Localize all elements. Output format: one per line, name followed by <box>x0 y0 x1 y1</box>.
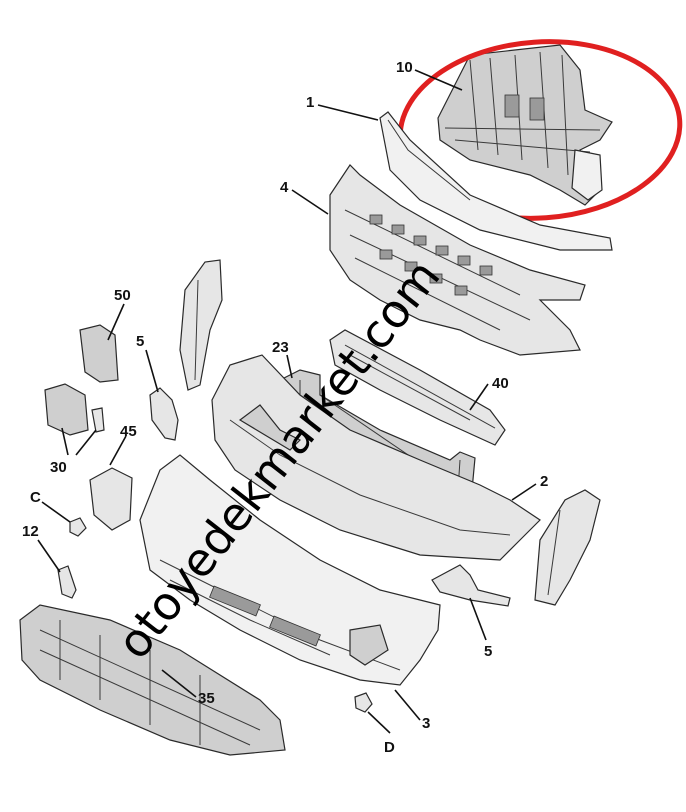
callout-50: 50 <box>114 287 131 304</box>
callout-30: 30 <box>50 459 67 476</box>
part-4-upper-grille <box>329 164 586 356</box>
part-1-upper-trim <box>379 111 613 251</box>
part-3-front-bumper <box>139 454 441 686</box>
part-45-fog-cover <box>89 467 133 531</box>
part-10-radiator-frame <box>437 44 613 206</box>
part-left-bracket <box>179 259 223 391</box>
callout-45: 45 <box>120 423 137 440</box>
callout-D: D <box>384 739 395 756</box>
part-C-clip <box>69 517 87 537</box>
callout-35: 35 <box>198 690 215 707</box>
callout-5-left: 5 <box>136 333 144 350</box>
part-35-underbody-shield <box>19 604 286 756</box>
part-12-bracket <box>57 565 77 599</box>
callout-4: 4 <box>280 179 289 196</box>
part-2-bumper-cover <box>211 354 541 561</box>
callout-12: 12 <box>22 523 39 540</box>
callout-C: C <box>30 489 41 506</box>
part-D-clip <box>354 692 373 713</box>
callout-1: 1 <box>306 94 314 111</box>
callout-2: 2 <box>540 473 548 490</box>
part-5-left-insert <box>149 387 179 441</box>
callout-3: 3 <box>422 715 430 732</box>
part-40-absorber <box>329 329 506 446</box>
leader-lines <box>37 69 537 734</box>
part-5-right-insert <box>431 564 511 607</box>
part-30-panel <box>44 383 105 436</box>
part-right-bracket <box>534 489 601 606</box>
callout-40: 40 <box>492 375 509 392</box>
callout-5-right: 5 <box>484 643 492 660</box>
callout-23: 23 <box>272 339 289 356</box>
callout-10: 10 <box>396 59 413 76</box>
part-50-panel <box>79 324 119 383</box>
